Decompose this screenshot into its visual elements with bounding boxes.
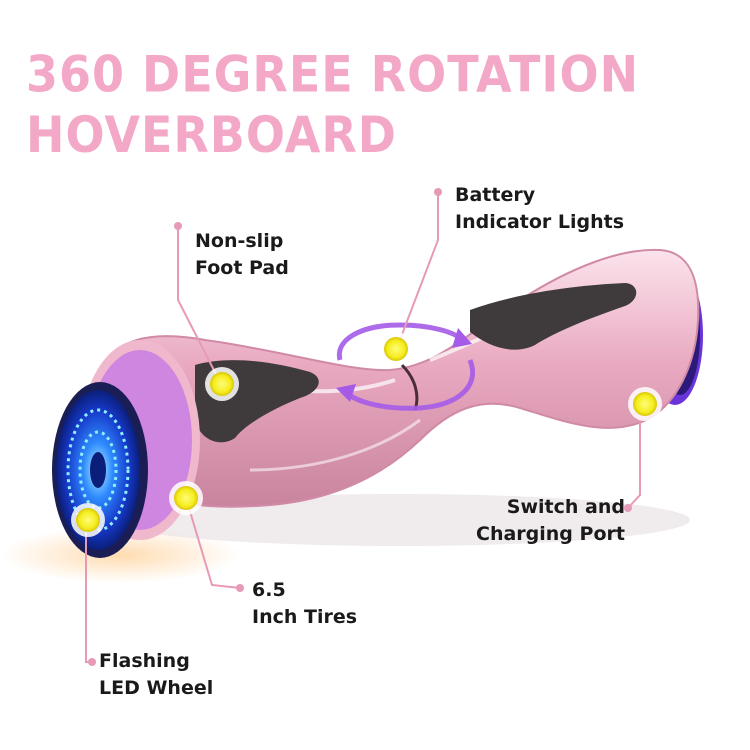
callout-switch-charging-port: Switch and Charging Port — [476, 494, 625, 548]
callout-non-slip-foot-pad: Non-slip Foot Pad — [195, 228, 289, 282]
rotation-arrowhead-1 — [452, 328, 472, 348]
callout-switch-line-1: Switch and — [506, 496, 625, 518]
foot-pad-right — [470, 283, 637, 350]
callout-foot-pad-line-2: Foot Pad — [195, 257, 289, 279]
callout-battery-line-1: Battery — [455, 184, 536, 206]
callout-battery-line-2: Indicator Lights — [455, 211, 625, 233]
leader-dot-led — [88, 658, 96, 666]
callout-inch-tires: 6.5 Inch Tires — [252, 577, 357, 631]
callout-tires-line-2: Inch Tires — [252, 606, 358, 628]
headline-line-2: HOVERBOARD — [26, 105, 397, 164]
callout-flashing-led-wheel: Flashing LED Wheel — [99, 648, 213, 702]
marker-led — [71, 503, 105, 537]
callout-battery-indicator-lights: Battery Indicator Lights — [455, 182, 624, 236]
callout-switch-line-2: Charging Port — [476, 523, 625, 545]
marker-battery — [379, 332, 413, 366]
rotation-arrows — [336, 322, 475, 411]
marker-switch — [628, 387, 662, 421]
body-highlight-3 — [249, 418, 421, 472]
leader-dot-foot-pad — [174, 222, 182, 230]
ground-glow — [0, 527, 240, 583]
marker-foot-pad — [205, 367, 239, 401]
leader-dot-tires — [236, 584, 244, 592]
headline-line-1: 360 DEGREE ROTATION — [26, 45, 640, 104]
leader-dot-switch — [624, 504, 632, 512]
callout-tires-line-1: 6.5 — [252, 579, 286, 601]
callout-led-line-1: Flashing — [99, 650, 190, 672]
callout-led-line-2: LED Wheel — [99, 677, 214, 699]
callout-foot-pad-line-1: Non-slip — [195, 230, 284, 252]
headline: 360 DEGREE ROTATION HOVERBOARD — [26, 44, 639, 165]
leader-dot-battery — [434, 188, 442, 196]
marker-tires — [169, 481, 203, 515]
rotation-arrowhead-2 — [336, 384, 356, 402]
